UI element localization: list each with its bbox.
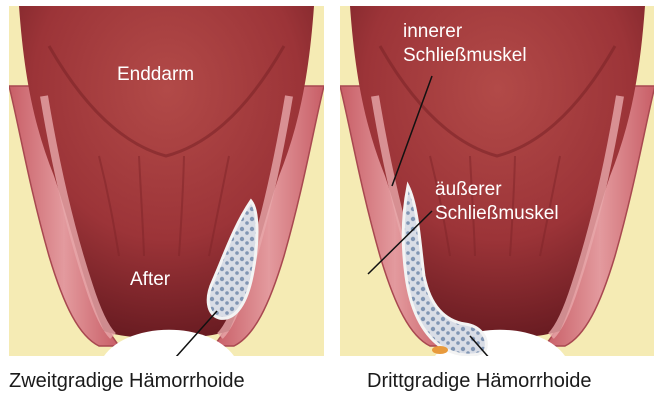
diagram-panel-second-degree: Enddarm After (9, 6, 324, 356)
label-rectum: Enddarm (117, 64, 194, 86)
caption-third-degree: Drittgradige Hämorrhoide (367, 370, 592, 393)
label-internal-sphincter-line2: Schließmuskel (403, 45, 527, 67)
label-anus: After (130, 269, 170, 291)
diagram-panel-third-degree: innerer Schließmuskel äußerer Schließmus… (340, 6, 654, 356)
label-external-sphincter-line1: äußerer (435, 179, 502, 201)
anatomy-illustration-left (9, 6, 324, 356)
label-external-sphincter-line2: Schließmuskel (435, 203, 559, 225)
label-internal-sphincter-line1: innerer (403, 21, 462, 43)
caption-second-degree: Zweitgradige Hämorrhoide (9, 370, 245, 393)
